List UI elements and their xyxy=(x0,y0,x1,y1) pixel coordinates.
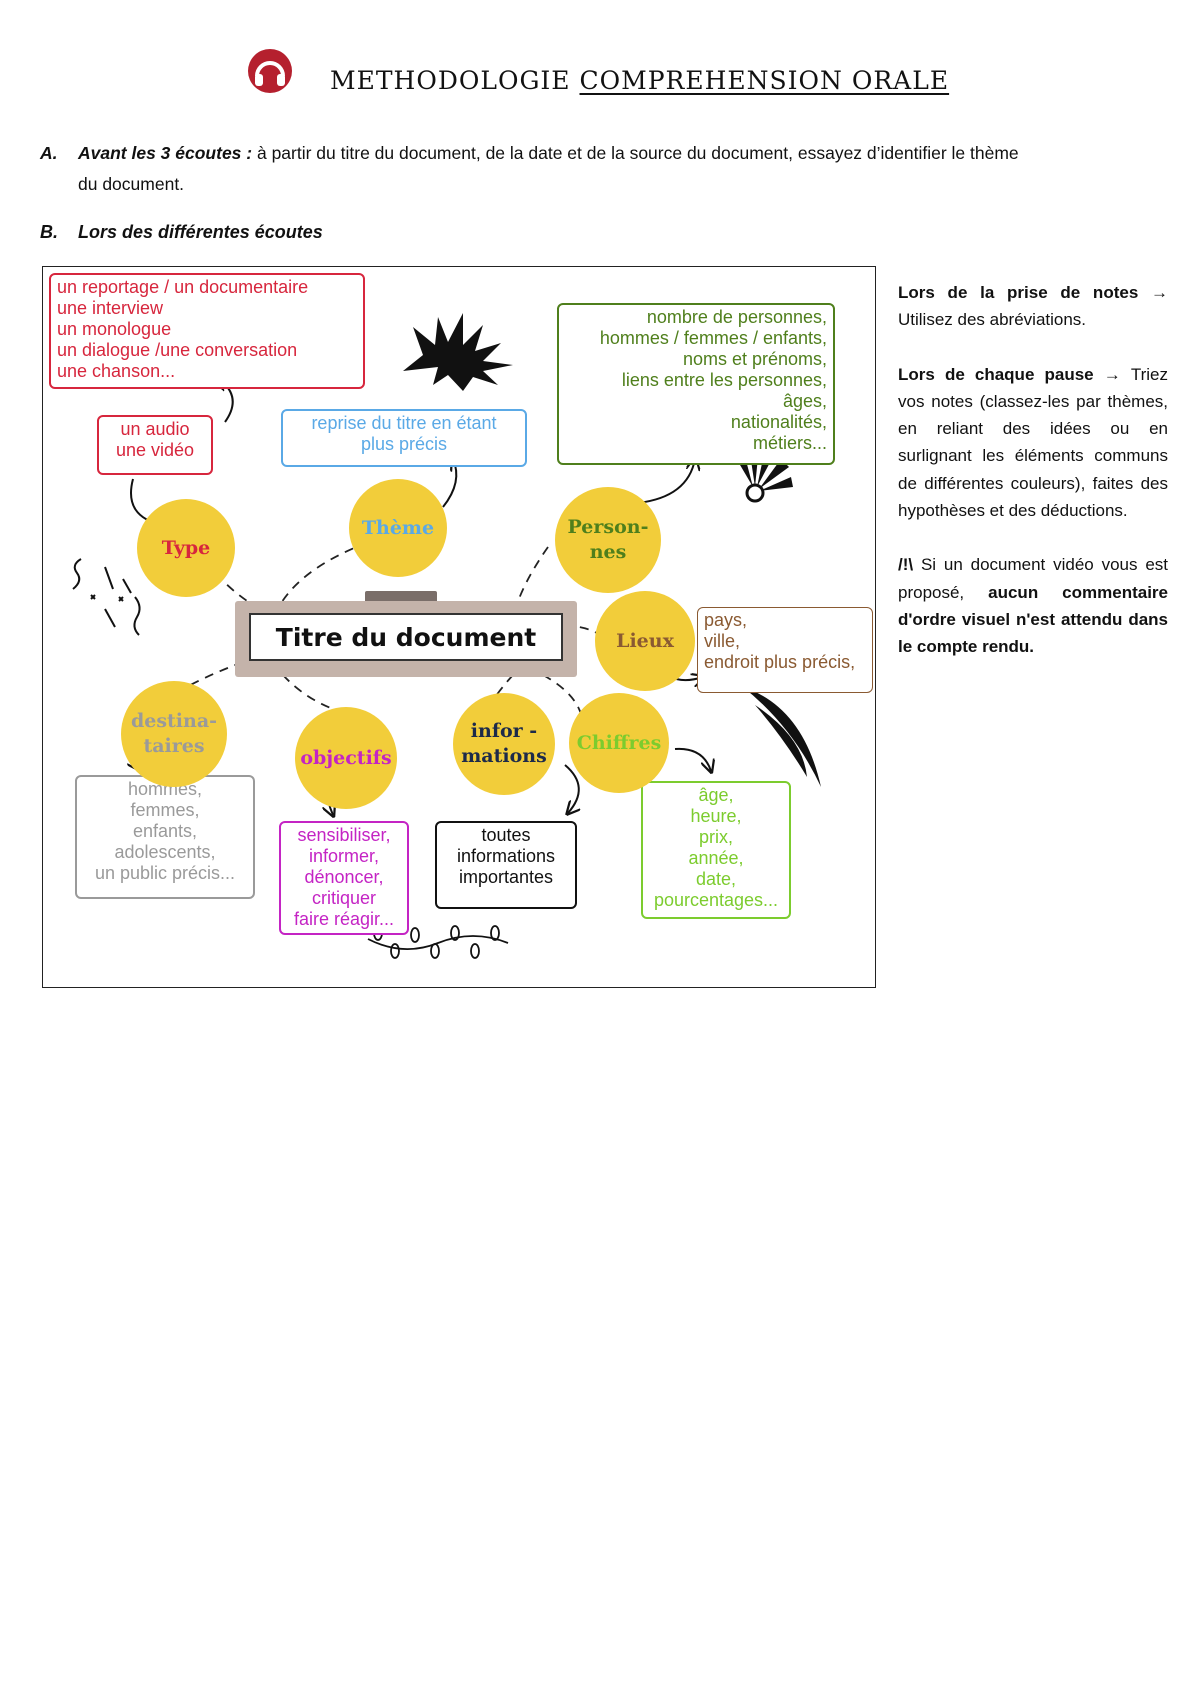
note-bold: Lors de la prise de notes xyxy=(898,283,1139,302)
box-line: noms et prénoms, xyxy=(682,349,827,369)
note-bold: aucun commentaire d'ordre visuel n'est a… xyxy=(898,582,1168,657)
section-a-heading: Avant les 3 écoutes : xyxy=(78,143,253,163)
node-personnes: Person-nes xyxy=(555,487,661,593)
box-line: une vidéo xyxy=(115,440,195,460)
box-line: sensibiliser, xyxy=(297,825,391,845)
section-a-letter: A. xyxy=(40,143,58,163)
node-label: Type xyxy=(161,536,211,559)
box-line: pays, xyxy=(704,610,748,630)
arrow-icon: → xyxy=(1093,364,1131,384)
box-line: un monologue xyxy=(57,319,172,339)
box-line: un audio xyxy=(120,419,190,439)
node-theme: Thème xyxy=(349,479,447,577)
title-part-1: METHODOLOGIE xyxy=(330,66,580,95)
box-line: informer, xyxy=(308,846,380,866)
node-label: Chiffres xyxy=(576,731,662,754)
node-label: nes xyxy=(589,541,627,563)
starburst-doodle-icon xyxy=(403,313,513,391)
chiffres-box: âge, heure, prix, année, date, pourcenta… xyxy=(641,781,791,919)
box-line: liens entre les personnes, xyxy=(621,370,827,390)
node-type: Type xyxy=(137,499,235,597)
node-objectifs: objectifs xyxy=(295,707,397,809)
box-line: date, xyxy=(695,869,737,889)
box-line: toutes xyxy=(481,825,531,845)
box-line: pourcentages... xyxy=(653,890,779,910)
box-line: heure, xyxy=(690,806,742,826)
section-a: A. Avant les 3 écoutes : à partir du titr… xyxy=(40,138,1168,200)
note-text: Si un document vidéo vous est proposé, xyxy=(898,555,1168,602)
node-label: Person- xyxy=(567,516,649,538)
box-line: un reportage / un documentaire xyxy=(57,277,309,297)
box-line: faire réagir... xyxy=(293,909,395,929)
node-label: mations xyxy=(461,745,547,767)
box-line: dénoncer, xyxy=(304,867,384,887)
title-part-2: COMPREHENSION ORALE xyxy=(579,66,950,95)
box-line: adolescents, xyxy=(114,842,216,862)
lieux-box: pays, ville, endroit plus précis, xyxy=(697,607,873,693)
node-label: destina- xyxy=(130,710,218,732)
box-line: un public précis... xyxy=(94,863,236,883)
type-genres-box: un reportage / un documentaire une inter… xyxy=(49,273,365,389)
theme-box: reprise du titre en étant plus précis xyxy=(281,409,527,467)
section-b-heading: Lors des différentes écoutes xyxy=(78,222,323,242)
box-line: critiquer xyxy=(311,888,377,908)
section-b-letter: B. xyxy=(40,222,58,242)
node-label: Lieux xyxy=(616,629,674,652)
box-line: âge, xyxy=(698,785,734,805)
section-a-text-continued: du document. xyxy=(78,174,185,194)
box-line: prix, xyxy=(698,827,733,847)
box-line: plus précis xyxy=(360,434,448,454)
box-line: nombre de personnes, xyxy=(646,307,827,327)
node-label: taires xyxy=(143,735,205,757)
box-line: informations xyxy=(456,846,556,866)
box-line: enfants, xyxy=(132,821,198,841)
node-label: infor - xyxy=(470,720,538,742)
box-line: endroit plus précis, xyxy=(704,652,856,672)
note-video-warning: /!\ Si un document vidéo vous est propos… xyxy=(898,551,1168,660)
box-line: une interview xyxy=(57,298,164,318)
box-line: un dialogue /une conversation xyxy=(57,340,298,360)
box-line: hommes / femmes / enfants, xyxy=(599,328,827,348)
box-line: reprise du titre en étant xyxy=(311,413,497,433)
arrow-icon: → xyxy=(1138,283,1169,302)
objectifs-box: sensibiliser, informer, dénoncer, critiq… xyxy=(279,821,409,935)
informations-box: toutes informations importantes xyxy=(435,821,577,909)
personnes-box: nombre de personnes, hommes / femmes / e… xyxy=(557,303,835,465)
center-label: Titre du document xyxy=(275,622,537,652)
type-media-box: un audio une vidéo xyxy=(97,415,213,475)
headphones-logo-icon xyxy=(248,49,292,93)
feather-doodle-icon xyxy=(743,687,821,787)
box-line: femmes, xyxy=(130,800,200,820)
box-line: importantes xyxy=(458,867,554,887)
side-notes: Lors de la prise de notes → Utilisez des… xyxy=(898,279,1168,688)
node-chiffres: Chiffres xyxy=(569,693,669,793)
box-line: une chanson... xyxy=(57,361,176,381)
node-informations: infor - mations xyxy=(453,693,555,795)
box-line: âges, xyxy=(782,391,827,411)
destinataires-box: hommes, femmes, enfants, adolescents, un… xyxy=(75,775,255,899)
note-text: Utilisez des abréviations. xyxy=(898,310,1087,330)
note-pause: Lors de chaque pause → Triez vos notes (… xyxy=(898,361,1168,525)
section-b: B. Lors des différentes écoutes xyxy=(40,222,323,243)
node-label: Thème xyxy=(361,516,435,539)
section-a-text: à partir du titre du document, de la dat… xyxy=(252,143,1019,163)
box-line: année, xyxy=(688,848,744,868)
squiggle-doodle-icon xyxy=(72,558,141,636)
document-title-box: Titre du document xyxy=(249,613,563,661)
note-prise-de-notes: Lors de la prise de notes → Utilisez des… xyxy=(898,279,1168,334)
mind-map: Titre du document un reportage / un docu… xyxy=(42,266,876,988)
box-line: ville, xyxy=(704,631,741,651)
box-line: métiers... xyxy=(752,433,827,453)
node-lieux: Lieux xyxy=(595,591,695,691)
node-destinataires: destina-taires xyxy=(121,681,227,787)
note-text: Triez vos notes (classez-les par thèmes,… xyxy=(898,364,1168,521)
page-title: METHODOLOGIE COMPREHENSION ORALE xyxy=(330,66,949,95)
node-label: objectifs xyxy=(300,746,392,769)
box-line: nationalités, xyxy=(730,412,827,432)
note-bold: Lors de chaque pause xyxy=(898,364,1094,384)
warning-icon: /!\ xyxy=(898,555,914,575)
